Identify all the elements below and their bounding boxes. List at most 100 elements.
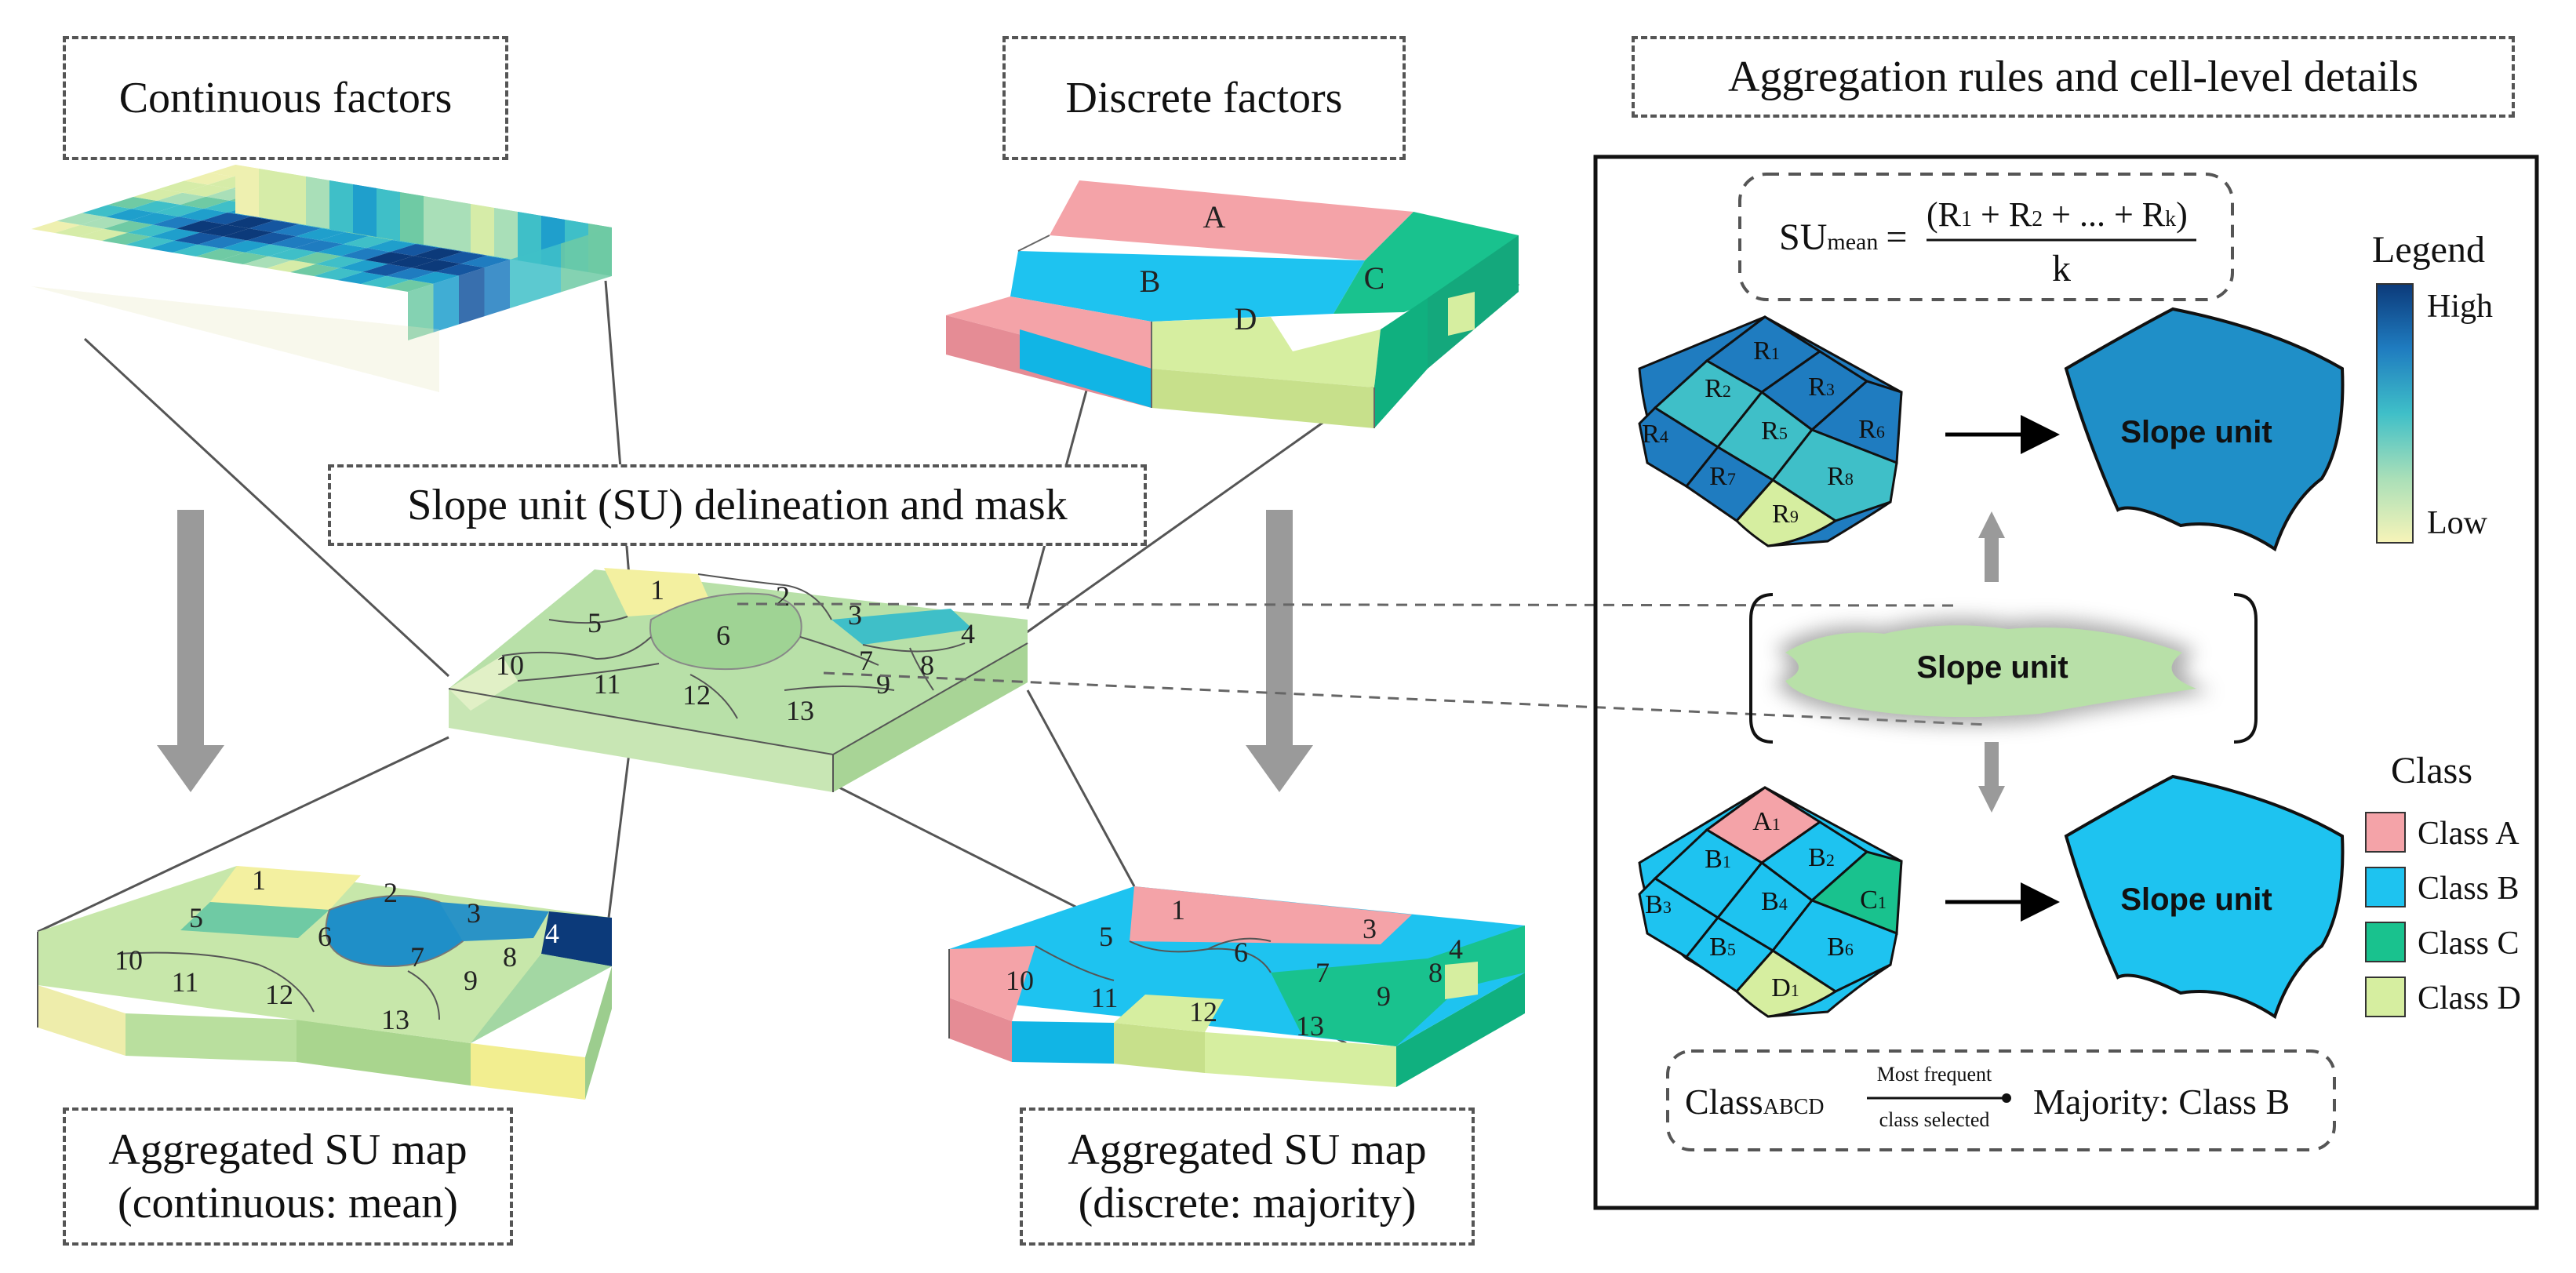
up-arrow-small (1978, 511, 2005, 582)
raster-side-cell (518, 212, 541, 264)
aggregated-continuous-slab: 1 2 3 4 5 6 7 8 9 10 11 12 13 (37, 864, 612, 1100)
raster-cell (384, 279, 434, 292)
raster-side-cell (561, 235, 587, 293)
raster-cell (249, 220, 298, 233)
mean-slope-unit-label: Slope unit (2120, 415, 2272, 449)
class-swatch (2365, 977, 2406, 1017)
raster-cell (409, 271, 459, 284)
raster-cell (200, 224, 249, 237)
raster-cell (180, 196, 230, 209)
raster-cell (129, 213, 179, 225)
raster-cell (318, 244, 367, 256)
continuous-factors-title: Continuous factors (63, 36, 508, 160)
agg-cont-label-8: 8 (503, 941, 517, 973)
class-label: Class D (2418, 980, 2521, 1017)
agg-disc-label-9: 9 (1377, 980, 1391, 1012)
cont-cell-7: R7 (1709, 462, 1736, 491)
agg-disc-label-3: 3 (1363, 913, 1377, 944)
raster-cell (390, 244, 439, 256)
discrete-cell-grid: A1 B1 B2 B3 B4 C1 B5 B6 D1 (1638, 786, 1903, 1018)
raster-cell (362, 264, 412, 276)
raster-cell (149, 240, 198, 253)
raster-cell (31, 220, 81, 233)
raster-cell (343, 236, 392, 249)
region-d-top (1152, 317, 1381, 387)
su-map-label-4: 4 (961, 618, 975, 649)
raster-cell (460, 256, 510, 268)
raster-cell (153, 216, 202, 229)
raster-cell (56, 213, 106, 225)
raster-cell (184, 173, 234, 185)
raster-cell (386, 267, 435, 280)
raster-cell (80, 216, 129, 229)
raster-cell (176, 220, 226, 233)
mean-slope-unit: Slope unit (2064, 307, 2345, 552)
raster-side-cell (282, 173, 306, 225)
central-slope-unit: Slope unit (1774, 617, 2212, 726)
raster-cell (173, 244, 222, 256)
raster-side-cell (353, 184, 377, 237)
raster-side-cell (408, 283, 434, 340)
raster-cell (104, 220, 153, 233)
agg-disc-label-11: 11 (1091, 982, 1119, 1013)
agg-cont-label-1: 1 (252, 864, 266, 896)
region-b-top (1010, 251, 1365, 322)
cont-cell-3: R3 (1808, 373, 1835, 402)
cont-cell-6: R6 (1858, 415, 1885, 444)
raster-cell (102, 232, 151, 245)
aggregation-rules-text: Aggregation rules and cell-level details (1727, 52, 2419, 101)
raster-cell (267, 260, 316, 272)
svg-text:Most frequent: Most frequent (1877, 1063, 1992, 1086)
svg-text:Majority: Class B: Majority: Class B (2033, 1082, 2290, 1122)
su-mask-title: Slope unit (SU) delineation and mask (328, 464, 1147, 546)
svg-text:(R1 + R2 + ... + Rk): (R1 + R2 + ... + Rk) (1927, 195, 2188, 234)
raster-cell (106, 209, 155, 221)
raster-cell (388, 256, 438, 268)
raster-cell (412, 260, 461, 272)
raster-cell (202, 213, 251, 225)
discrete-factors-title: Discrete factors (1002, 36, 1406, 160)
raster-cell (82, 205, 132, 217)
central-slope-unit-label: Slope unit (1916, 650, 2068, 685)
raster-cell (337, 271, 387, 284)
raster-cell (341, 248, 391, 260)
su-map-label-12: 12 (682, 679, 711, 711)
raster-side-cell (306, 176, 329, 229)
raster-side-cell (510, 251, 536, 308)
aggregated-continuous-title: Aggregated SU map (continuous: mean) (63, 1108, 513, 1246)
continuous-factors-text: Continuous factors (118, 73, 453, 122)
raster-cell (157, 192, 206, 205)
aggregation-rules-title: Aggregation rules and cell-level details (1632, 36, 2515, 118)
agg-cont-label-6: 6 (318, 921, 332, 952)
raster-cell (126, 236, 175, 249)
right-bracket (2233, 593, 2258, 744)
class-label: Class A (2418, 816, 2520, 852)
continuous-cell-grid: R1 R2 R3 R4 R5 R6 R7 R8 R9 (1638, 315, 1903, 547)
disc-cell-b1: B1 (1705, 845, 1731, 874)
agg-cont-label-7: 7 (410, 941, 424, 973)
raster-side-cell (484, 260, 510, 317)
su-map-label-2: 2 (776, 580, 790, 612)
raster-cell (221, 240, 271, 253)
raster-cell (296, 228, 345, 241)
agg-disc-label-6: 6 (1234, 937, 1248, 968)
raster-cell (127, 224, 176, 237)
raster-cell (365, 252, 414, 264)
dashed-links (737, 602, 1990, 726)
agg-cont-label-5: 5 (189, 902, 203, 933)
su-map-label-7: 7 (859, 645, 873, 676)
agg-disc-label-8: 8 (1428, 957, 1443, 988)
disc-cell-b6: B6 (1827, 933, 1854, 962)
majority-slope-unit-label: Slope unit (2120, 882, 2272, 917)
raster-side-cell (447, 200, 471, 253)
su-map-label-11: 11 (594, 668, 621, 700)
aggregated-discrete-slab: 1 3 4 5 6 7 8 9 10 11 12 13 (948, 886, 1525, 1087)
svg-text:SUmean=: SUmean= (1779, 216, 1907, 258)
raster-side-cell (459, 267, 485, 325)
class-label: Class B (2418, 871, 2520, 907)
formula: SUmean= (R1 + R2 + ... + Rk) k (1779, 195, 2196, 289)
region-a-top (1050, 180, 1414, 260)
raster-cell (314, 267, 363, 280)
